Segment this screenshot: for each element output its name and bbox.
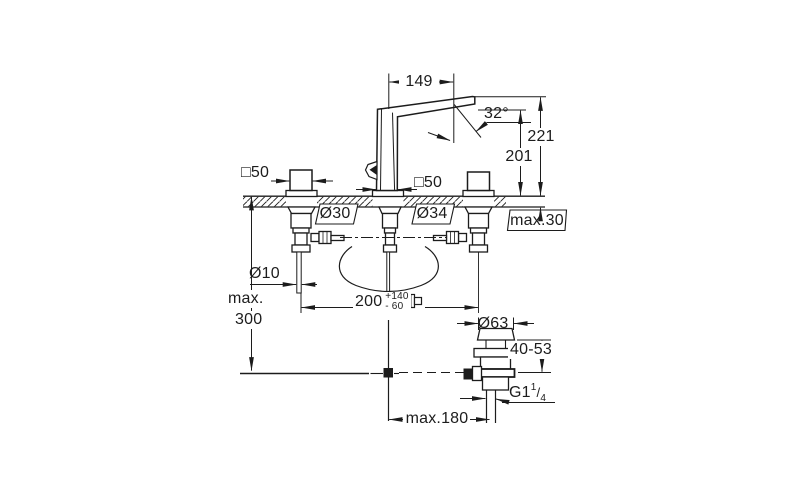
- dimension-lines: [249, 73, 555, 422]
- dim-spout-square: □50: [414, 174, 443, 191]
- dim-waste-thread: G11/4: [509, 382, 547, 404]
- hole-distance-value: 200: [355, 293, 383, 310]
- dim-waste-clamp-range: 40-53: [508, 341, 554, 359]
- dim-total-height: 221: [526, 128, 556, 146]
- dim-drain-offset: max.180: [405, 410, 469, 427]
- right-handle-valve: [432, 171, 495, 313]
- left-handle-valve: [285, 169, 345, 294]
- dim-deck-thickness: max.30: [510, 212, 564, 229]
- drain-assembly: [463, 327, 518, 423]
- dim-spout-projection: 149: [399, 73, 439, 91]
- dim-handle-square: □50: [241, 164, 270, 181]
- dim-spout-hole: Ø34: [416, 205, 448, 222]
- dim-hole-distance: 200 +140 - 60: [353, 292, 411, 320]
- dim-stream-angle: 32°: [484, 105, 509, 122]
- spout-body: [364, 95, 476, 294]
- hole-diameter-tags: [314, 203, 568, 232]
- dim-below-deck-max-value: 300: [235, 311, 263, 329]
- tag-hole-34: [411, 203, 456, 225]
- tag-hole-30: [314, 203, 359, 225]
- dim-connection-tube: Ø10: [249, 265, 280, 282]
- tag-deck-thickness: [506, 209, 568, 232]
- dim-handle-hole: Ø30: [319, 205, 351, 222]
- dim-waste-flange: Ø63: [477, 315, 509, 332]
- hole-distance-tolerance: +140 - 60: [385, 291, 409, 312]
- dim-below-deck-max-word: max.: [228, 290, 264, 308]
- dim-outlet-height: 201: [504, 148, 534, 166]
- mounting-deck: [243, 195, 545, 208]
- popup-linkage: [240, 315, 464, 421]
